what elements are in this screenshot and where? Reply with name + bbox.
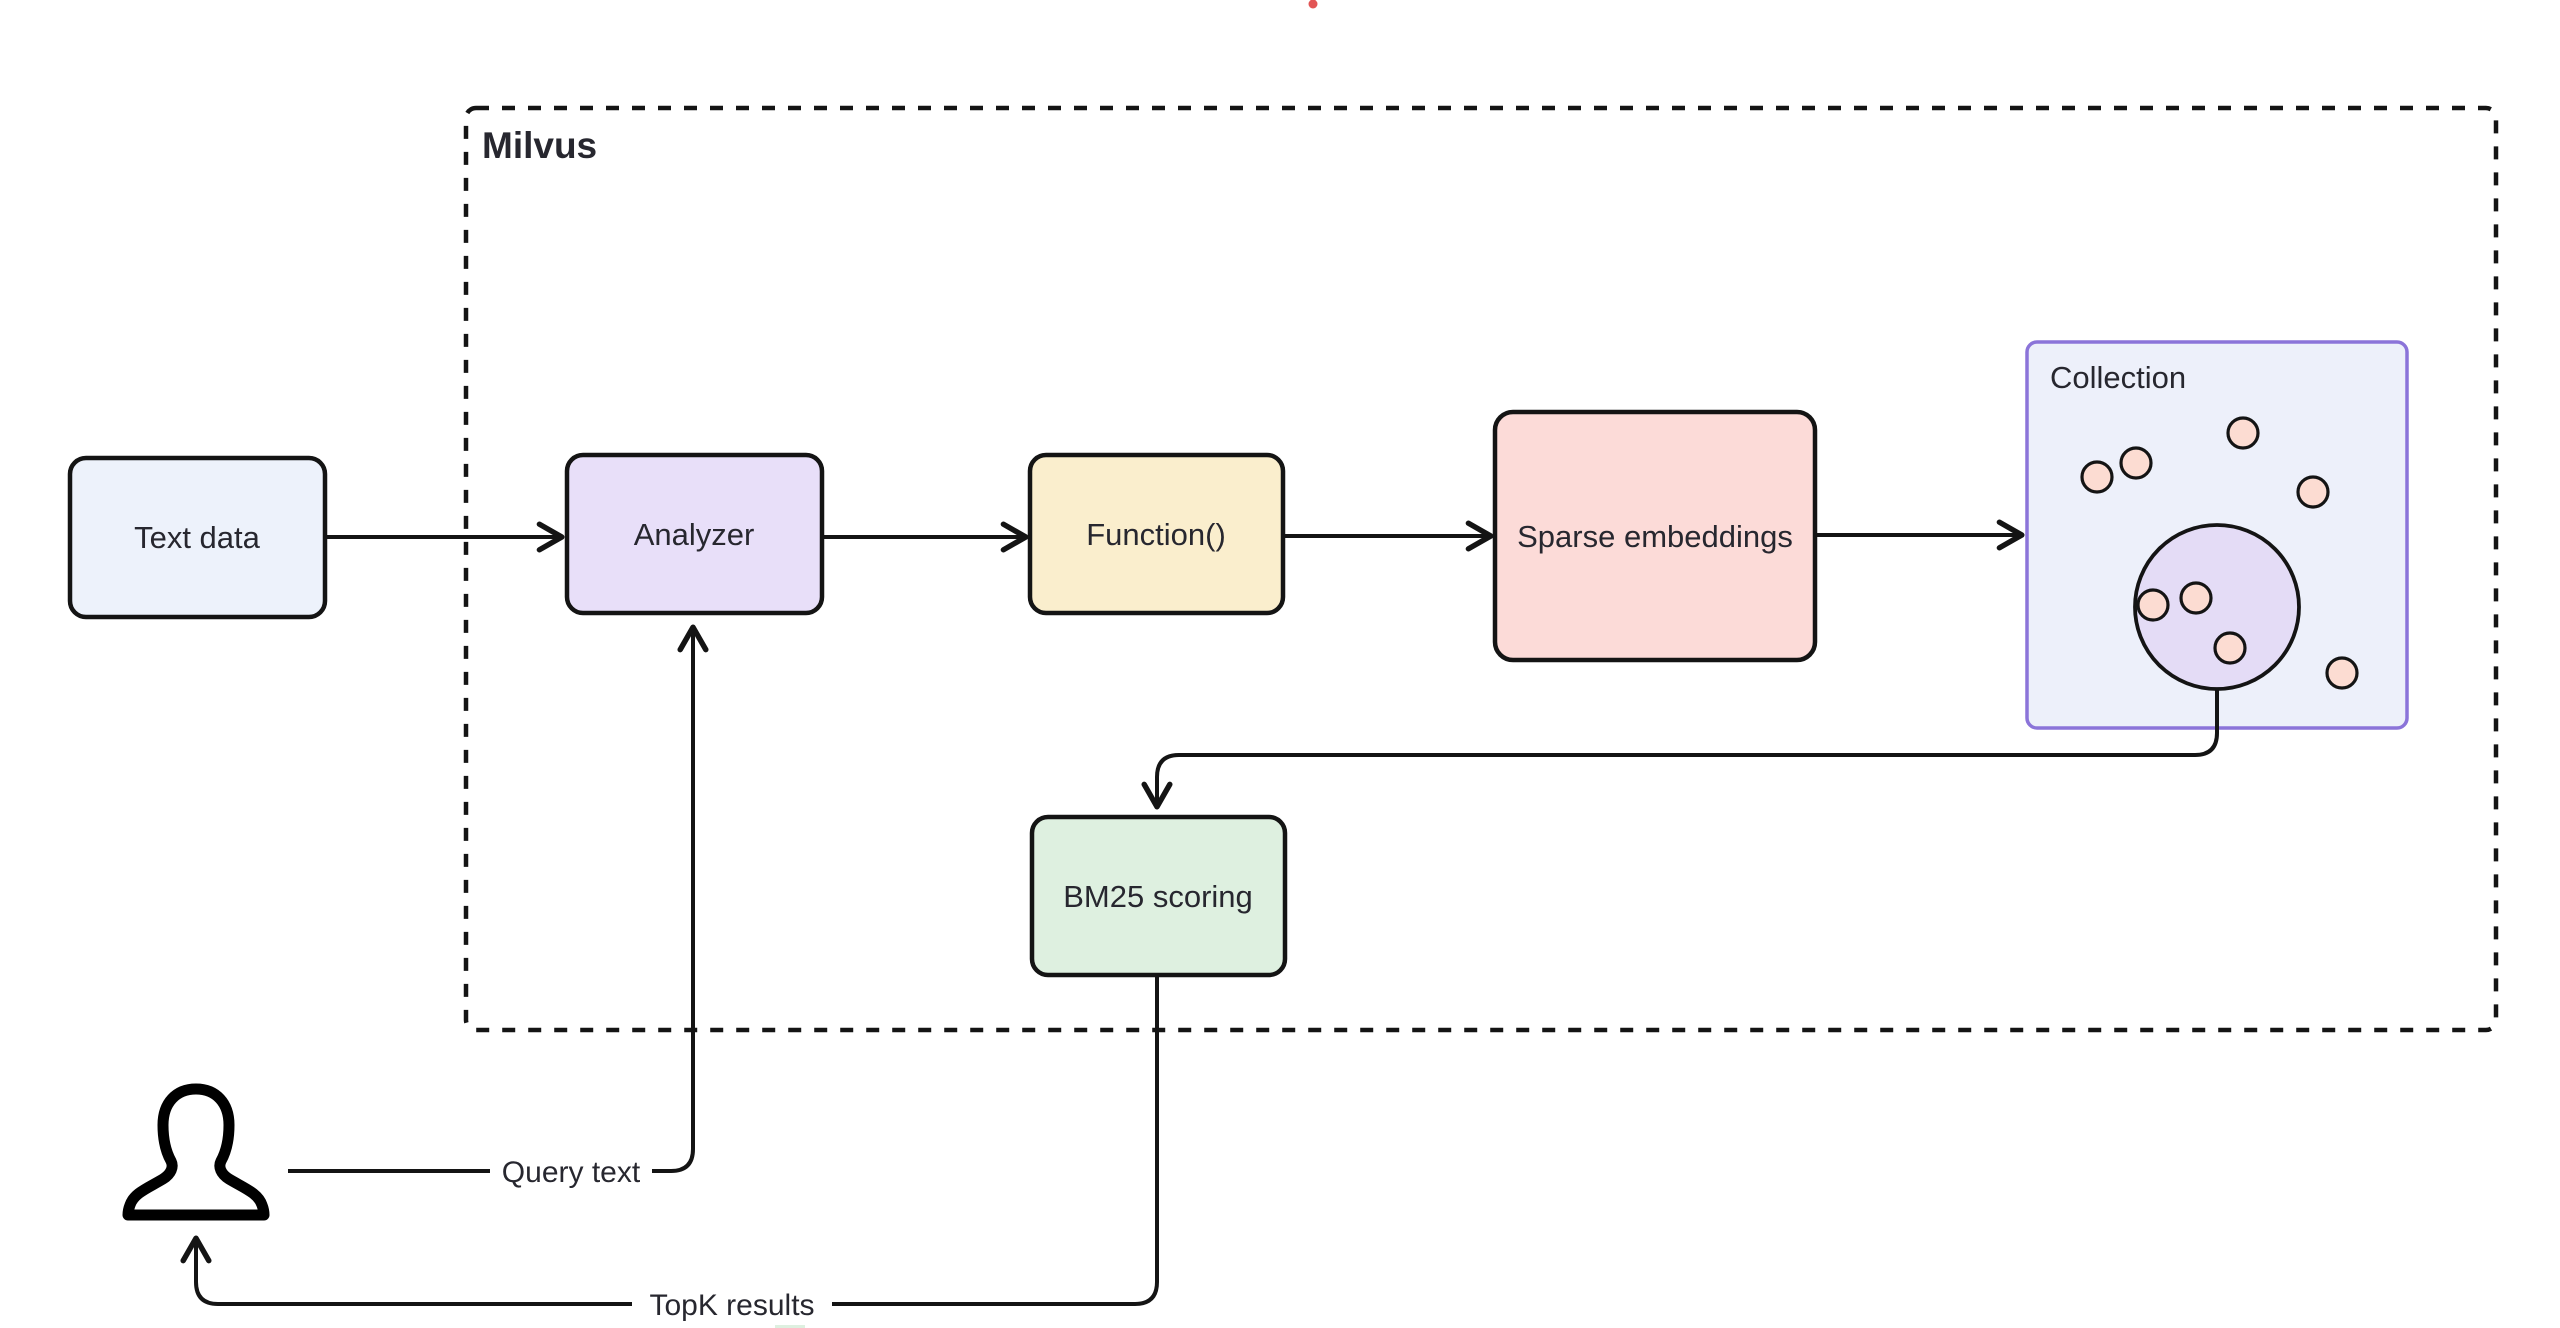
arrow-topk-to-user [180,1235,632,1306]
bm25-scoring-label: BM25 scoring [1063,879,1253,914]
sparse-embeddings-label: Sparse embeddings [1517,519,1793,554]
node-sparse-embeddings: Sparse embeddings [1492,409,1818,663]
analyzer-label: Analyzer [634,517,755,552]
analyzer-box [564,452,825,616]
user-silhouette [122,1083,270,1221]
milvus-container: Milvus [463,105,2499,1033]
cluster-dot [2136,588,2170,622]
arrow-querytext-to-analyzer [652,624,709,1173]
function-label: Function() [1086,517,1226,552]
cluster-dot [2179,581,2213,615]
query-text-label: Query text [502,1156,641,1189]
vector-dot [2226,416,2260,450]
node-collection: Collection [2025,340,2409,730]
text-data-label: Text data [134,520,261,555]
cropped-element-sliver [775,1325,805,1328]
red-dot-artifact [1308,0,1318,9]
vector-dot [2080,460,2114,494]
milvus-label: Milvus [482,125,597,166]
user-icon [122,1083,270,1221]
node-bm25-scoring: BM25 scoring [1029,814,1288,978]
line-bm25-to-topk [832,975,1159,1306]
vector-dot [2325,656,2359,690]
node-function: Function() [1027,452,1286,616]
milvus-dashed-border [463,105,2499,1033]
topk-results-label: TopK results [649,1289,814,1322]
vector-dot [2296,475,2330,509]
collection-label: Collection [2050,360,2186,395]
node-analyzer: Analyzer [564,452,825,616]
node-text-data: Text data [67,455,328,620]
arrow-collection-to-bm25 [1141,689,2219,810]
cluster-dot [2213,631,2247,665]
vector-dot [2119,446,2153,480]
